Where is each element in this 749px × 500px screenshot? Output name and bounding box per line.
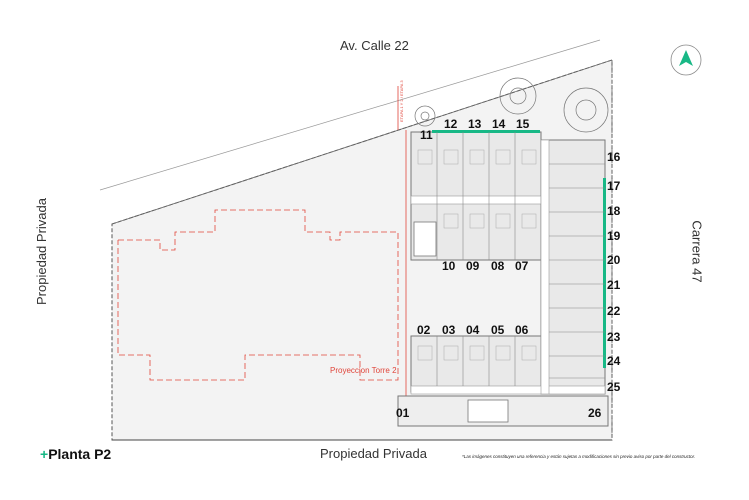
stage-label: ETAPA 1 Y 2 / ETAPA 3 [399, 80, 404, 122]
unit-number: 20 [607, 253, 621, 267]
unit-number: 02 [417, 323, 431, 337]
unit-number: 12 [444, 117, 458, 131]
stair-core [413, 221, 437, 257]
tower-2-projection [117, 209, 399, 381]
unit-number-corner: 01 [396, 406, 410, 420]
corridor-left [410, 195, 542, 205]
plan-title: +Planta P2 [40, 446, 111, 462]
projection-label: Proyeccion Torre 2 [330, 366, 397, 375]
tree-1 [414, 105, 436, 127]
unit-number: 15 [516, 117, 530, 131]
street-boundary [99, 39, 601, 191]
unit-number: 09 [466, 259, 480, 273]
corridor-bottom [410, 385, 606, 395]
unit-number: 21 [607, 278, 621, 292]
tree-2 [499, 77, 537, 115]
unit-number: 14 [492, 117, 506, 131]
unit-number: 06 [515, 323, 529, 337]
street-east: Carrera 47 [689, 220, 705, 283]
building-top-wing [410, 131, 542, 201]
street-west: Propiedad Privada [33, 198, 49, 305]
north-arrow-icon [670, 44, 702, 76]
elevator-core [467, 399, 509, 423]
unit-number: 18 [607, 204, 621, 218]
unit-number: 03 [442, 323, 456, 337]
unit-number: 10 [442, 259, 456, 273]
unit-number: 25 [607, 380, 621, 394]
unit-number: 11 [420, 128, 433, 142]
unit-number: 08 [491, 259, 505, 273]
unit-number: 04 [466, 323, 480, 337]
unit-number: 07 [515, 259, 529, 273]
room-hints [417, 149, 537, 361]
street-south: Propiedad Privada [320, 446, 427, 461]
unit-number: 23 [607, 330, 621, 344]
green-strip-right [603, 178, 606, 368]
unit-number: 05 [491, 323, 505, 337]
street-north: Av. Calle 22 [340, 38, 409, 53]
title-text: Planta P2 [48, 446, 112, 462]
corridor-right [540, 139, 550, 395]
unit-number: 13 [468, 117, 482, 131]
building-bottom-wing [410, 335, 542, 393]
unit-number: 26 [588, 406, 602, 420]
unit-number: 19 [607, 229, 621, 243]
unit-number: 17 [607, 179, 621, 193]
unit-number: 24 [607, 354, 621, 368]
apartment-dividers [436, 132, 605, 386]
tree-3 [563, 87, 609, 133]
title-prefix: + [40, 446, 49, 462]
unit-number: 22 [607, 304, 621, 318]
disclaimer-note: *Las imágenes constituyen una referencia… [462, 454, 696, 459]
unit-number: 16 [607, 150, 621, 164]
building-right-wing [540, 139, 606, 395]
green-strip-top [432, 130, 540, 133]
property-line-top [111, 59, 613, 225]
